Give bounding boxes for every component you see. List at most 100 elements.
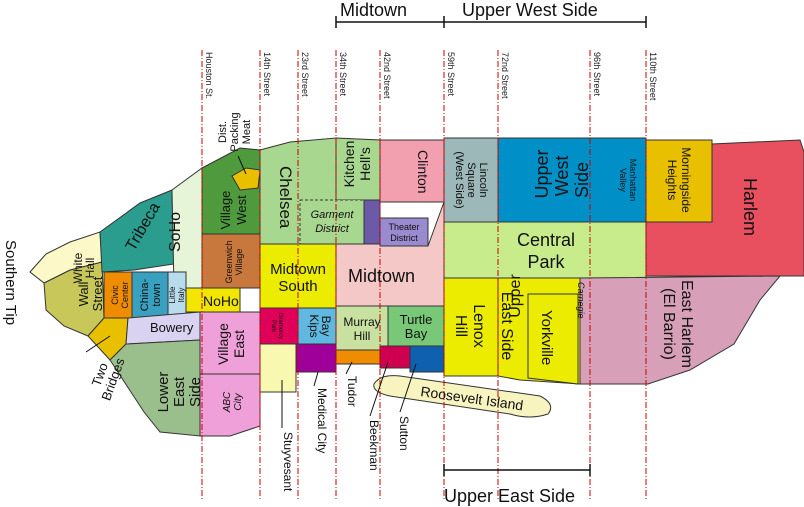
23rd-street-label: 23rd Street: [300, 52, 310, 97]
clinton-label: Clinton: [415, 150, 431, 194]
72nd-street-label: 72nd Street: [500, 52, 510, 99]
two-bridges-label: Two Bridges: [89, 356, 128, 403]
svg-text:Lincoln: Lincoln: [477, 163, 489, 198]
svg-text:Italy: Italy: [177, 288, 186, 303]
svg-text:Kips: Kips: [307, 314, 321, 337]
bowery-label: Bowery: [150, 320, 194, 335]
lincoln-square-label: Lincoln Square (West Side): [453, 151, 489, 208]
greenwich-village-label: Greenwich Village: [224, 240, 244, 283]
svg-text:China-: China-: [139, 278, 151, 311]
noho-label: NoHo: [203, 293, 239, 309]
lower-east-side-label: Lower East Side: [155, 372, 204, 413]
upper-west-side-bracket: [444, 16, 647, 28]
svg-text:South: South: [278, 278, 317, 295]
svg-text:Upper: Upper: [507, 274, 524, 318]
svg-text:Little: Little: [168, 286, 177, 303]
kips-bay-label: Kips Bay: [307, 314, 333, 337]
carnegie-label: Carnegie: [576, 282, 586, 319]
area-chinatown[interactable]: [131, 271, 169, 319]
svg-text:District: District: [315, 223, 350, 235]
beekman-label: Beekman: [367, 420, 381, 471]
area-kips-bay[interactable]: [297, 307, 337, 345]
96th-street-label: 96th Street: [592, 52, 602, 97]
houston-street-label: Houston St.: [204, 52, 214, 99]
west-village-label: West Village: [218, 191, 249, 230]
area-clinton[interactable]: [379, 139, 445, 203]
tudor-pointer: [345, 361, 353, 375]
hells-kitchen-label: Hell's Kitchen: [341, 141, 373, 188]
soho-label: SoHo: [167, 212, 184, 252]
svg-text:Village: Village: [218, 191, 233, 230]
medical-city-label: Medical City: [315, 388, 329, 453]
svg-text:Turtle: Turtle: [400, 312, 433, 327]
midtown-label: Midtown: [348, 266, 415, 286]
yorkville-label: Yorkville: [538, 310, 555, 365]
chinatown-label: China- town: [139, 278, 163, 311]
east-village-label: East Village: [215, 323, 247, 365]
14th-street-label: 14th Street: [262, 52, 272, 97]
area-stuyvesant[interactable]: [259, 343, 297, 393]
abc-city-label: ABC City: [222, 391, 244, 413]
svg-text:Garment: Garment: [311, 209, 355, 221]
svg-text:Park: Park: [527, 252, 565, 272]
sutton-label: Sutton: [397, 416, 411, 451]
area-medical-city[interactable]: [295, 343, 337, 373]
upper-east-side-header: Upper East Side: [444, 486, 575, 506]
svg-text:City: City: [233, 392, 244, 410]
svg-text:(El Barrio): (El Barrio): [660, 288, 677, 360]
area-tudor[interactable]: [335, 349, 381, 365]
svg-text:town: town: [151, 283, 163, 306]
stuyvesant-label: Stuyvesant: [281, 432, 295, 492]
murray-hill-label: Murray Hill: [343, 315, 380, 343]
meat-packing-pointer: [237, 155, 247, 175]
svg-text:Side: Side: [572, 162, 592, 198]
svg-text:Village: Village: [234, 249, 244, 276]
area-civic-center[interactable]: [103, 271, 133, 319]
svg-text:Civic: Civic: [110, 285, 120, 305]
svg-text:Park: Park: [270, 320, 276, 333]
area-noho[interactable]: [185, 287, 241, 313]
svg-text:Dist.: Dist.: [217, 121, 229, 143]
harlem-label: Harlem: [740, 178, 760, 236]
svg-text:Midtown: Midtown: [270, 261, 326, 278]
svg-text:White: White: [71, 252, 85, 283]
svg-text:Bay: Bay: [405, 326, 428, 341]
svg-text:Side: Side: [187, 377, 204, 407]
svg-text:Village: Village: [215, 323, 231, 365]
svg-text:Lower: Lower: [155, 372, 172, 413]
svg-text:East Side: East Side: [498, 292, 515, 361]
svg-text:Center: Center: [120, 281, 130, 308]
svg-text:Manhattan: Manhattan: [628, 159, 638, 202]
area-lincoln-square[interactable]: [443, 137, 499, 223]
area-garment-district[interactable]: [299, 199, 365, 245]
svg-text:Street: Street: [90, 276, 105, 311]
chelsea-label: Chelsea: [276, 166, 295, 229]
svg-text:Theater: Theater: [388, 222, 419, 232]
area-beekman[interactable]: [379, 345, 411, 369]
area-abc-city[interactable]: [199, 373, 261, 437]
svg-text:Upper: Upper: [532, 149, 552, 198]
area-upper-west-side[interactable]: [497, 137, 647, 223]
civic-center-label: Civic Center: [110, 281, 130, 308]
area-theater-district[interactable]: [363, 199, 381, 245]
east-harlem-label: East Harlem (El Barrio): [660, 280, 695, 368]
area-morningside-heights[interactable]: [645, 139, 713, 223]
area-murray-hill[interactable]: [335, 305, 389, 351]
area-roosevelt-island[interactable]: [373, 375, 552, 418]
area-central-park[interactable]: [443, 221, 647, 279]
area-harlem[interactable]: [645, 139, 804, 277]
svg-text:Hall: Hall: [83, 258, 97, 279]
morningside-heights-label: Morningside Heights: [665, 147, 693, 213]
area-yorkville[interactable]: [527, 293, 579, 385]
lenox-hill-label: Lenox Hill: [452, 304, 487, 348]
svg-text:Hill: Hill: [452, 315, 469, 337]
gramercy-park-label: Gramercy Park: [270, 313, 283, 339]
area-east-harlem[interactable]: [579, 275, 782, 385]
svg-text:Square: Square: [465, 162, 477, 197]
area-turtle-bay[interactable]: [387, 305, 445, 347]
svg-text:West: West: [234, 195, 249, 225]
svg-text:Central: Central: [517, 230, 575, 250]
tudor-label: Tudor: [345, 376, 359, 407]
59th-street-label: 59th Street: [446, 52, 456, 97]
area-sutton[interactable]: [409, 345, 445, 373]
